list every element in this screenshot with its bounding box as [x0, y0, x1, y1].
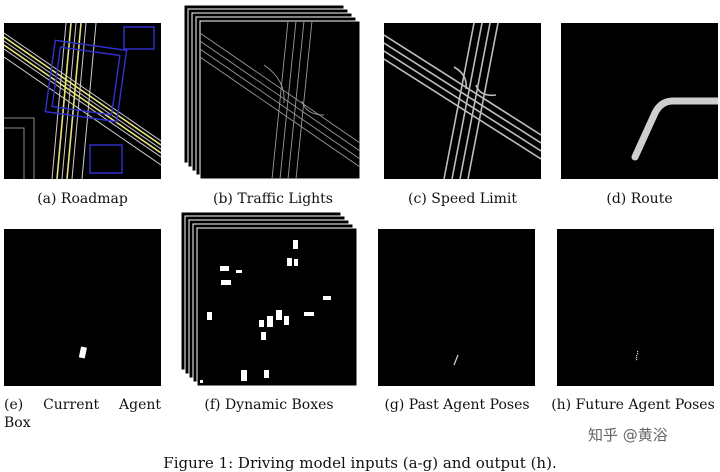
panel-c-speed-limit [384, 23, 541, 179]
caption-f: (f) Dynamic Boxes [204, 397, 334, 413]
route-image [561, 23, 718, 179]
roadmap-image [4, 23, 161, 179]
traffic-lights-stack-image [184, 5, 361, 180]
panel-f-dynamic-boxes [181, 212, 359, 387]
dynamic-boxes-stack-image [181, 212, 358, 387]
panel-h-future-agent-poses [557, 229, 714, 386]
figure-caption: Figure 1: Driving model inputs (a-g) and… [163, 454, 557, 472]
caption-h: (h) Future Agent Poses [551, 397, 715, 413]
speed-limit-image [384, 23, 541, 179]
panel-d-route [561, 23, 718, 179]
caption-a: (a) Roadmap [37, 191, 128, 207]
caption-e-line1: (e) Current Agent [4, 397, 161, 413]
future-agent-poses-image [557, 229, 714, 386]
caption-d: (d) Route [606, 191, 673, 207]
caption-g: (g) Past Agent Poses [384, 397, 530, 413]
current-agent-box-image [4, 229, 161, 386]
past-agent-poses-image [378, 229, 535, 386]
caption-e-line2: Box [4, 415, 31, 431]
caption-b: (b) Traffic Lights [213, 191, 333, 207]
caption-c: (c) Speed Limit [408, 191, 517, 207]
watermark: 知乎 @黄浴 [588, 426, 668, 444]
panel-b-traffic-lights [184, 5, 362, 180]
panel-g-past-agent-poses [378, 229, 535, 386]
panel-a-roadmap [4, 23, 161, 179]
panel-e-current-agent-box [4, 229, 161, 386]
